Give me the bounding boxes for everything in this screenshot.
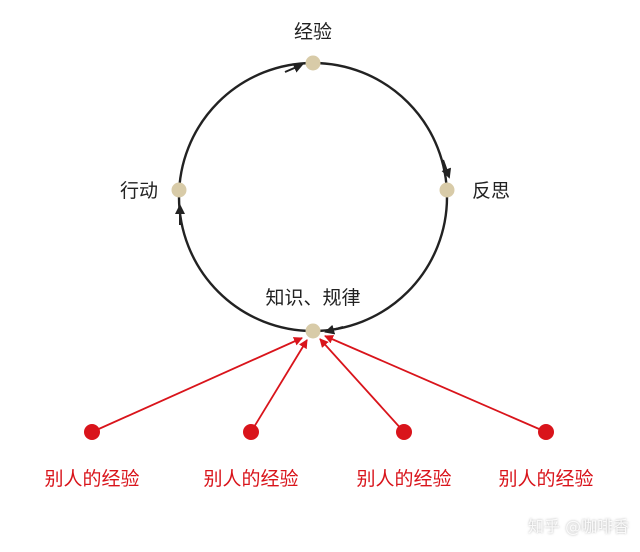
label-reflection: 反思 [472,180,510,202]
node-experience [305,55,321,71]
source-arrow-2 [250,339,308,433]
source-dot-1 [84,424,100,440]
label-experience: 经验 [294,21,332,43]
cycle-arrow-to-experience [284,63,304,73]
label-source-2: 别人的经验 [203,468,298,490]
source-dot-3 [396,424,412,440]
node-action [171,182,187,198]
label-source-4: 别人的经验 [498,468,593,490]
source-arrow-3 [319,338,405,433]
node-knowledge [305,323,321,339]
label-source-3: 别人的经验 [356,468,451,490]
label-source-1: 别人的经验 [44,468,139,490]
watermark: 知乎 @咖啡香 [528,517,630,536]
label-knowledge: 知识、规律 [265,287,360,309]
label-action: 行动 [120,180,158,202]
source-arrow-1 [91,337,303,433]
source-dot-2 [243,424,259,440]
cycle-arrow-to-knowledge [324,324,344,335]
node-reflection [439,182,455,198]
source-dot-4 [538,424,554,440]
source-arrow-4 [324,335,547,433]
cycle-arrow-to-reflection [441,159,452,179]
